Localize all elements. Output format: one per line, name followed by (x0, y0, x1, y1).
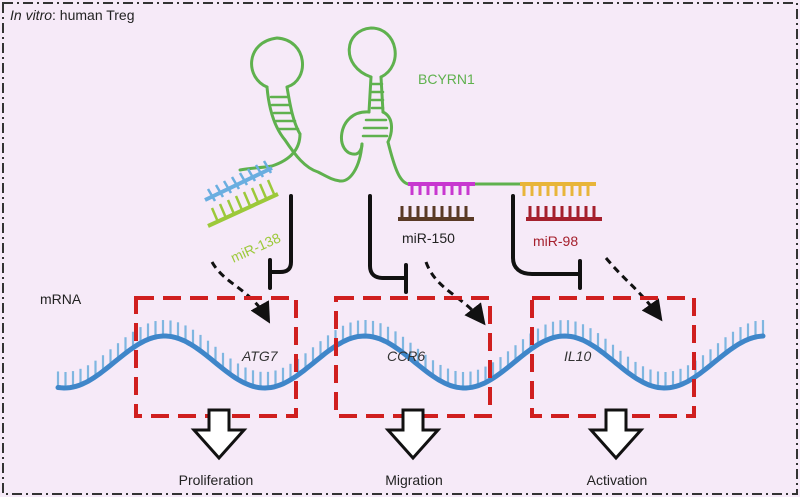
inhibition-arrows (268, 194, 582, 294)
gene-label-il10: IL10 (564, 348, 591, 364)
inhibition-ccr6 (368, 194, 407, 280)
outcome-label-activation: Activation (587, 472, 648, 488)
inhibition-il10 (511, 194, 580, 276)
outcome-arrow-migration (384, 408, 442, 461)
gene-label-atg7: ATG7 (241, 348, 279, 364)
targeting-arrows (210, 257, 663, 326)
mir-138-duplex (204, 160, 279, 228)
gene-label-ccr6: CCR6 (387, 348, 425, 364)
bcyrn1-lncrna (238, 26, 527, 186)
outcome-arrow-proliferation (190, 408, 248, 461)
mrna-label: mRNA (40, 291, 82, 307)
setting-italic: In vitro (10, 7, 52, 23)
outcome-label-migration: Migration (385, 472, 443, 488)
outcome-arrow-activation (587, 408, 645, 461)
setting-label: In vitro: human Treg (10, 7, 135, 23)
mrna-backbone (55, 333, 766, 391)
mir-138-label: miR-138 (228, 229, 283, 265)
mir-150-label: miR-150 (402, 230, 455, 246)
outcome-arrows (190, 408, 645, 461)
outcome-label-proliferation: Proliferation (179, 472, 254, 488)
setting-rest: : human Treg (52, 7, 135, 23)
mir-98-label: miR-98 (533, 233, 578, 249)
bcyrn1-label: BCYRN1 (418, 71, 475, 87)
mir-98-duplex (520, 182, 602, 221)
mrna-strand (55, 320, 766, 391)
mir-150-duplex (398, 182, 475, 221)
inhibition-atg7 (268, 194, 293, 274)
